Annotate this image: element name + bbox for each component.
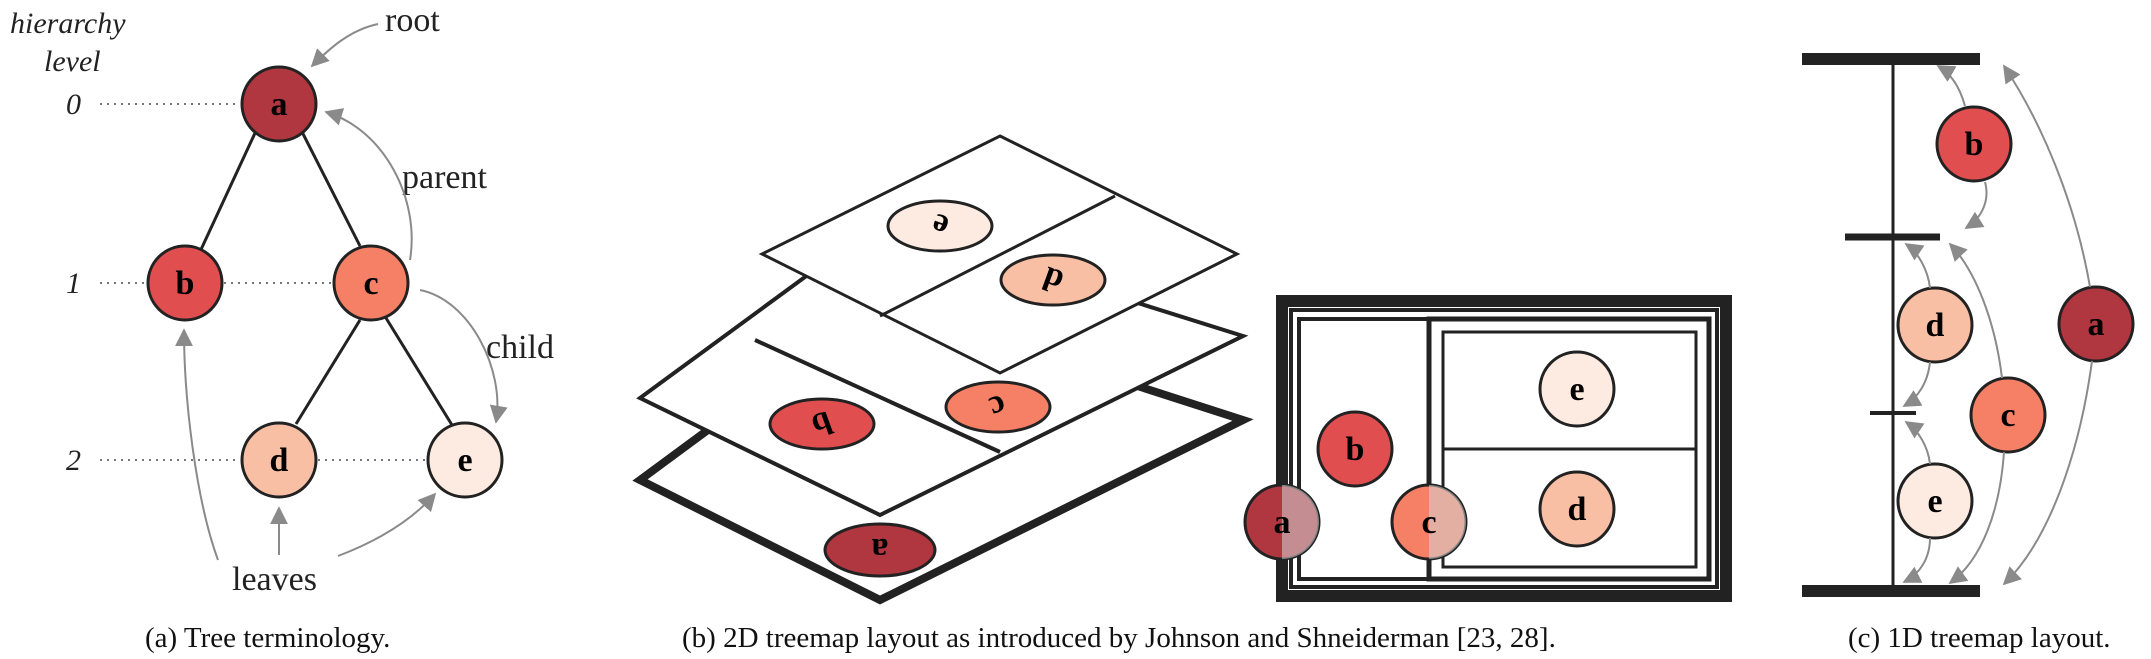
root-label: root <box>385 2 440 39</box>
child-arrow <box>419 289 508 424</box>
tree-node-a: a <box>240 65 318 143</box>
svg-text:a: a <box>1274 504 1291 541</box>
svg-text:b: b <box>1346 431 1365 468</box>
svg-text:d: d <box>1926 307 1945 344</box>
span-e-down <box>1902 537 1931 583</box>
caption-b: (b) 2D treemap layout as introduced by J… <box>682 622 1556 654</box>
panel-2d-treemap: a b c e d <box>632 134 1732 654</box>
level-1-label: 1 <box>66 267 81 300</box>
bar-node-a: a <box>2057 285 2135 363</box>
hierarchy-level-title-line1: hierarchy <box>10 7 126 40</box>
hierarchy-level-title-line2: level <box>44 45 101 78</box>
leaves-label: leaves <box>232 561 317 598</box>
treemap-node-a: a <box>1243 483 1321 561</box>
treemap-region-c <box>1426 316 1712 582</box>
flat-treemap: a b c e d <box>1243 295 1732 602</box>
bar-node-c: c <box>1969 376 2047 454</box>
leaves-arrow-to-e <box>337 492 437 557</box>
svg-text:e: e <box>1569 371 1584 408</box>
svg-text:c: c <box>1421 504 1436 541</box>
treemap-node-d: d <box>1538 470 1616 548</box>
svg-text:c: c <box>363 265 378 302</box>
svg-text:b: b <box>176 265 195 302</box>
bar-node-e: e <box>1896 462 1974 540</box>
span-d-up <box>1904 243 1931 289</box>
level-0-label: 0 <box>66 88 81 121</box>
layer-node-d: d <box>999 253 1107 307</box>
edge-c-e <box>384 317 454 426</box>
svg-text:e: e <box>457 442 472 479</box>
layer-node-a: a <box>823 522 937 578</box>
span-a-up <box>2003 64 2091 288</box>
edge-a-b <box>196 117 264 257</box>
leaves-arrow-to-b <box>175 328 219 561</box>
tree-node-d: d <box>240 421 318 499</box>
layer-node-e: e <box>886 199 994 253</box>
span-b-up <box>1936 65 1966 107</box>
treemap-inner-border <box>1289 308 1719 589</box>
svg-text:d: d <box>1568 491 1587 528</box>
bar-node-b: b <box>1935 105 2013 183</box>
svg-text:a: a <box>872 531 889 568</box>
treemap-node-b: b <box>1316 410 1394 488</box>
tree-node-c: c <box>332 244 410 322</box>
layer-de-split <box>879 194 1116 318</box>
svg-text:e: e <box>1927 483 1942 520</box>
treemap-node-e: e <box>1538 350 1616 428</box>
tree-node-b: b <box>146 244 224 322</box>
span-c-down <box>1948 451 2005 585</box>
caption-c: (c) 1D treemap layout. <box>1848 622 2111 654</box>
tree-node-e: e <box>426 421 504 499</box>
span-a-down <box>2002 360 2093 586</box>
treemap-node-c: c <box>1390 483 1468 561</box>
span-e-up <box>1904 421 1931 465</box>
level-2-label: 2 <box>66 444 81 477</box>
svg-text:b: b <box>1965 126 1984 163</box>
svg-text:a: a <box>271 86 288 123</box>
edge-c-d <box>294 319 362 425</box>
layer-node-c: c <box>944 380 1052 434</box>
layer-bc-split <box>754 338 1001 454</box>
panel-1d-treemap: b d e c a (c) 1D treemap layout. <box>1802 53 2135 654</box>
span-c-up <box>1948 242 2003 379</box>
parent-arrow <box>324 108 413 261</box>
child-label: child <box>486 329 554 366</box>
svg-text:d: d <box>270 442 289 479</box>
span-b-down <box>1964 181 1988 229</box>
svg-text:a: a <box>2088 306 2105 343</box>
root-arrow <box>310 23 379 68</box>
parent-label: parent <box>402 159 488 196</box>
bar-node-d: d <box>1896 286 1974 364</box>
edge-a-c <box>294 119 362 247</box>
layer-node-b: b <box>768 397 876 451</box>
caption-a: (a) Tree terminology. <box>145 622 390 654</box>
panel-tree-terminology: hierarchy level 0 1 2 a b c d <box>10 2 554 654</box>
span-d-down <box>1902 361 1931 407</box>
svg-text:c: c <box>2000 397 2015 434</box>
